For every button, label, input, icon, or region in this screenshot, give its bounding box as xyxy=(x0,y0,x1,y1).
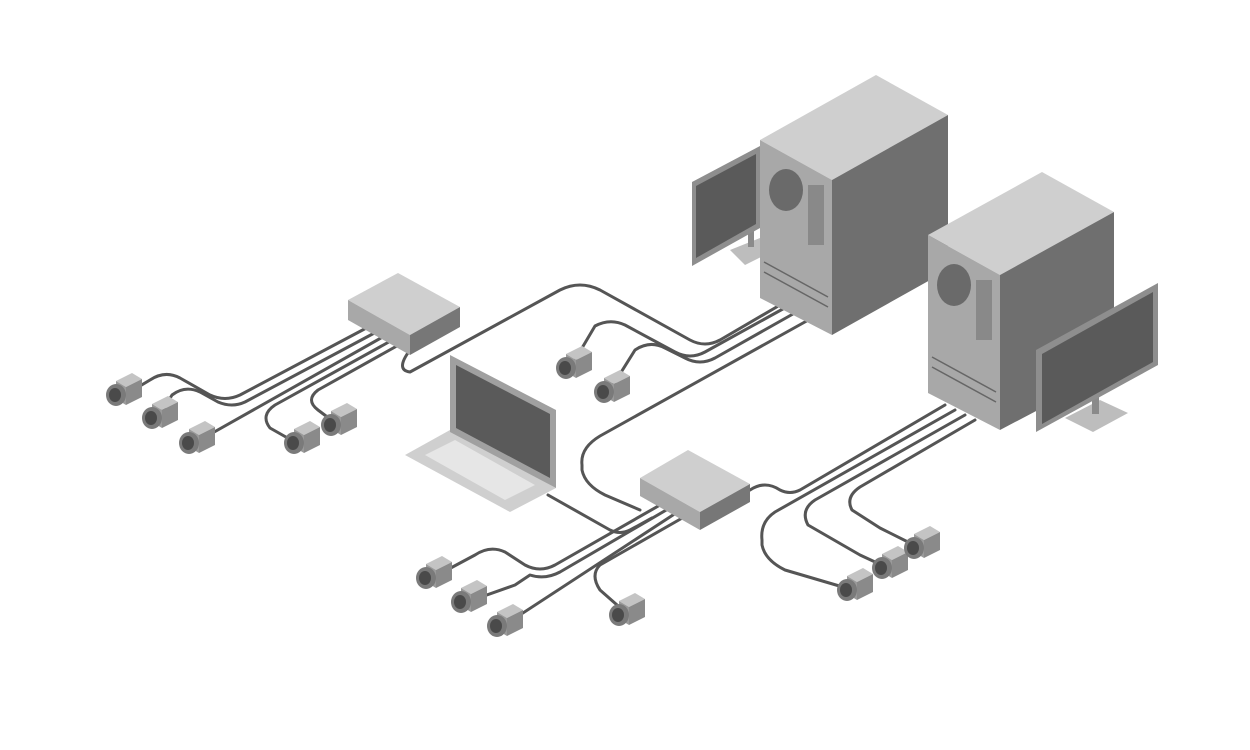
cable xyxy=(401,283,782,374)
cable xyxy=(465,507,670,604)
security-camera-icon xyxy=(487,604,523,637)
security-camera-icon xyxy=(451,580,487,613)
cable xyxy=(501,511,678,628)
cable xyxy=(760,408,957,592)
cable xyxy=(430,503,662,580)
cable xyxy=(264,336,398,447)
cable xyxy=(848,418,977,550)
security-camera-icon xyxy=(142,396,178,429)
cables xyxy=(123,283,977,628)
security-camera-icon xyxy=(556,346,592,379)
cable xyxy=(310,340,406,427)
cable xyxy=(570,303,792,367)
security-camera-icon xyxy=(872,546,908,579)
security-camera-icon xyxy=(904,526,940,559)
monitor-icon xyxy=(692,146,775,266)
cameras xyxy=(106,346,940,637)
security-camera-icon xyxy=(179,421,215,454)
cable xyxy=(593,515,686,614)
security-camera-icon xyxy=(106,373,142,406)
cable xyxy=(580,316,814,512)
monitor-icon xyxy=(1036,283,1158,432)
security-camera-icon xyxy=(416,556,452,589)
security-camera-icon xyxy=(284,421,320,454)
cable xyxy=(608,308,802,392)
network-switch-icon xyxy=(640,450,750,530)
server-tower-icon xyxy=(760,75,948,335)
cable xyxy=(123,323,374,400)
cable xyxy=(803,413,967,570)
laptop-icon xyxy=(405,355,556,512)
security-camera-icon xyxy=(837,568,873,601)
security-camera-icon xyxy=(594,370,630,403)
cable xyxy=(158,328,382,417)
security-camera-icon xyxy=(609,593,645,626)
network-switch-icon xyxy=(348,273,460,355)
cable xyxy=(748,403,947,494)
security-camera-icon xyxy=(321,403,357,436)
cable xyxy=(198,332,390,442)
